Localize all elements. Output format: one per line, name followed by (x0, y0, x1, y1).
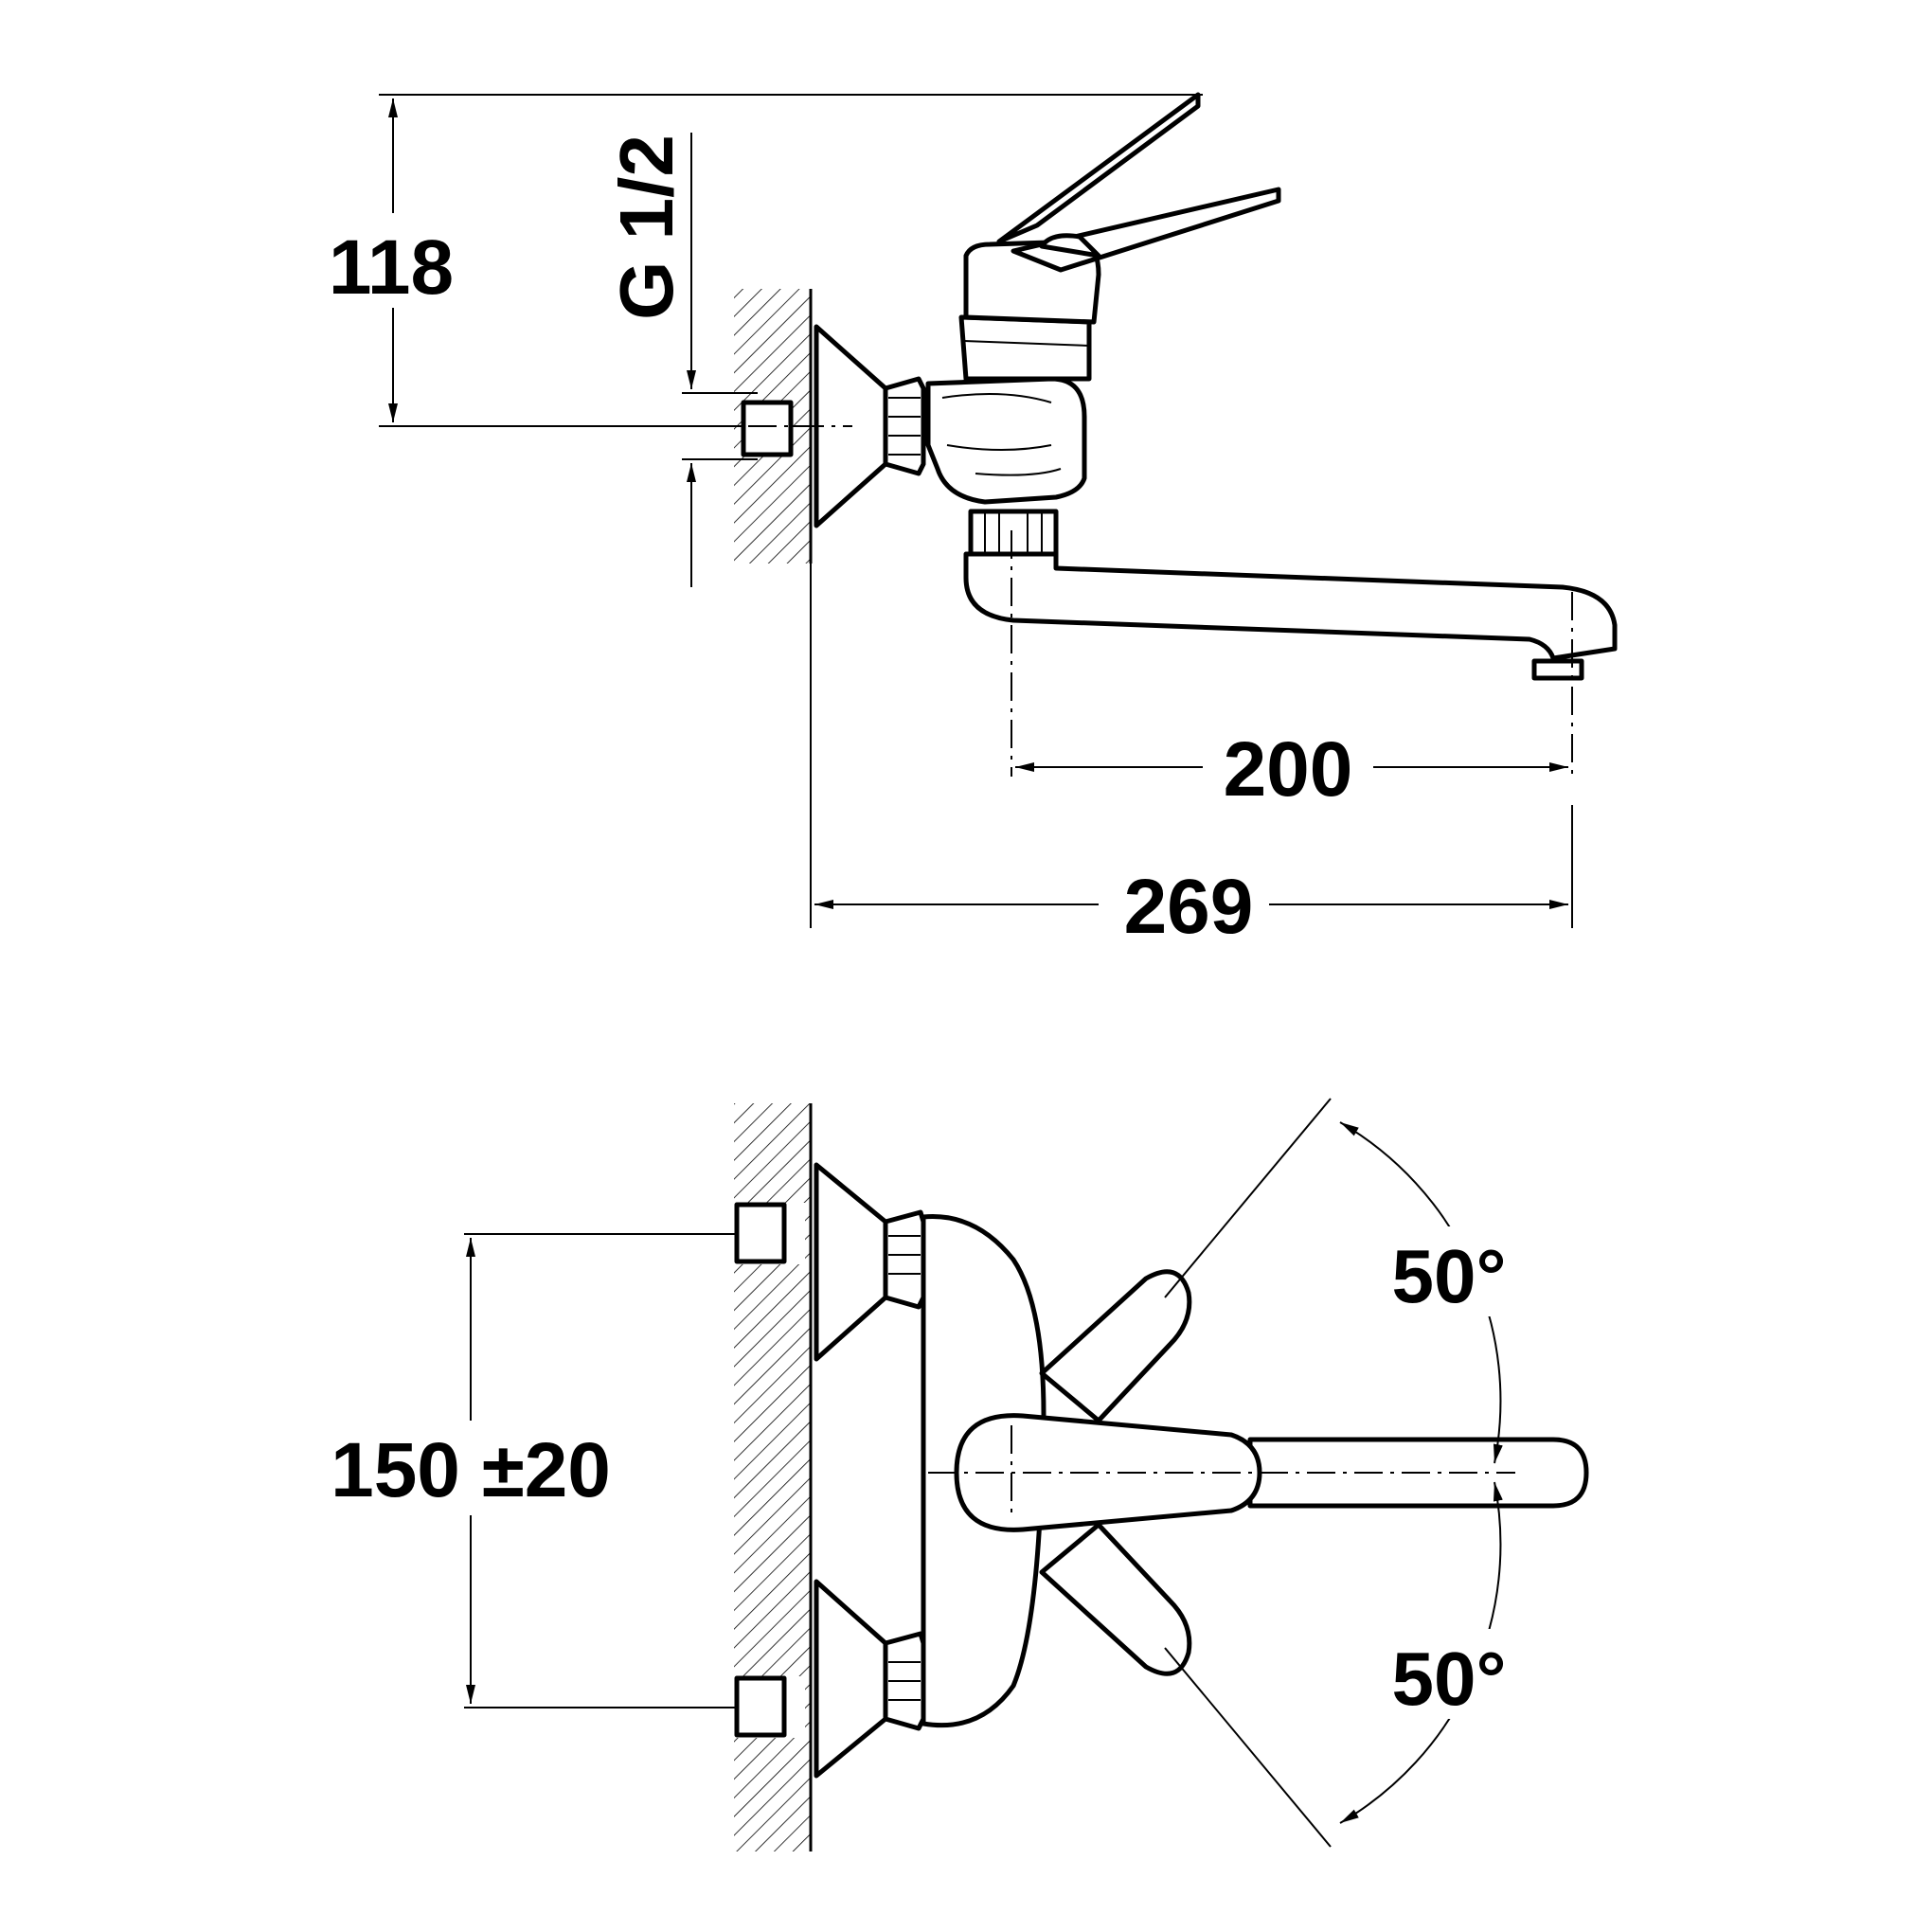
side-view: 118 G 1/2 (313, 92, 1618, 950)
side-coupling (968, 509, 1059, 557)
top-escutcheon-upper (814, 1162, 888, 1362)
side-aerator (1531, 658, 1584, 681)
dim-label-269: 269 (1124, 864, 1254, 950)
dim-label-thread: G 1/2 (604, 134, 689, 320)
dim-label-150: 150 ±20 (331, 1427, 611, 1513)
top-view: 150 ±20 50° 50° (313, 1098, 1589, 1852)
dim-label-118: 118 (329, 224, 454, 311)
dim-label-200: 200 (1224, 726, 1353, 813)
angle-label-upper: 50° (1392, 1234, 1507, 1318)
top-escutcheon-lower (814, 1579, 888, 1779)
lever-position-down (1039, 1522, 1192, 1676)
lever-position-up (1039, 1269, 1192, 1423)
top-nut-upper (883, 1209, 926, 1310)
angle-label-lower: 50° (1392, 1637, 1507, 1721)
side-nut (883, 376, 926, 476)
side-cartridge-ring (958, 314, 1092, 382)
side-spout (963, 551, 1618, 661)
side-lever-up (996, 92, 1201, 244)
side-nipple (741, 400, 794, 457)
top-nipple-lower (734, 1675, 787, 1738)
top-nipple-upper (734, 1202, 787, 1264)
side-body (925, 376, 1087, 505)
